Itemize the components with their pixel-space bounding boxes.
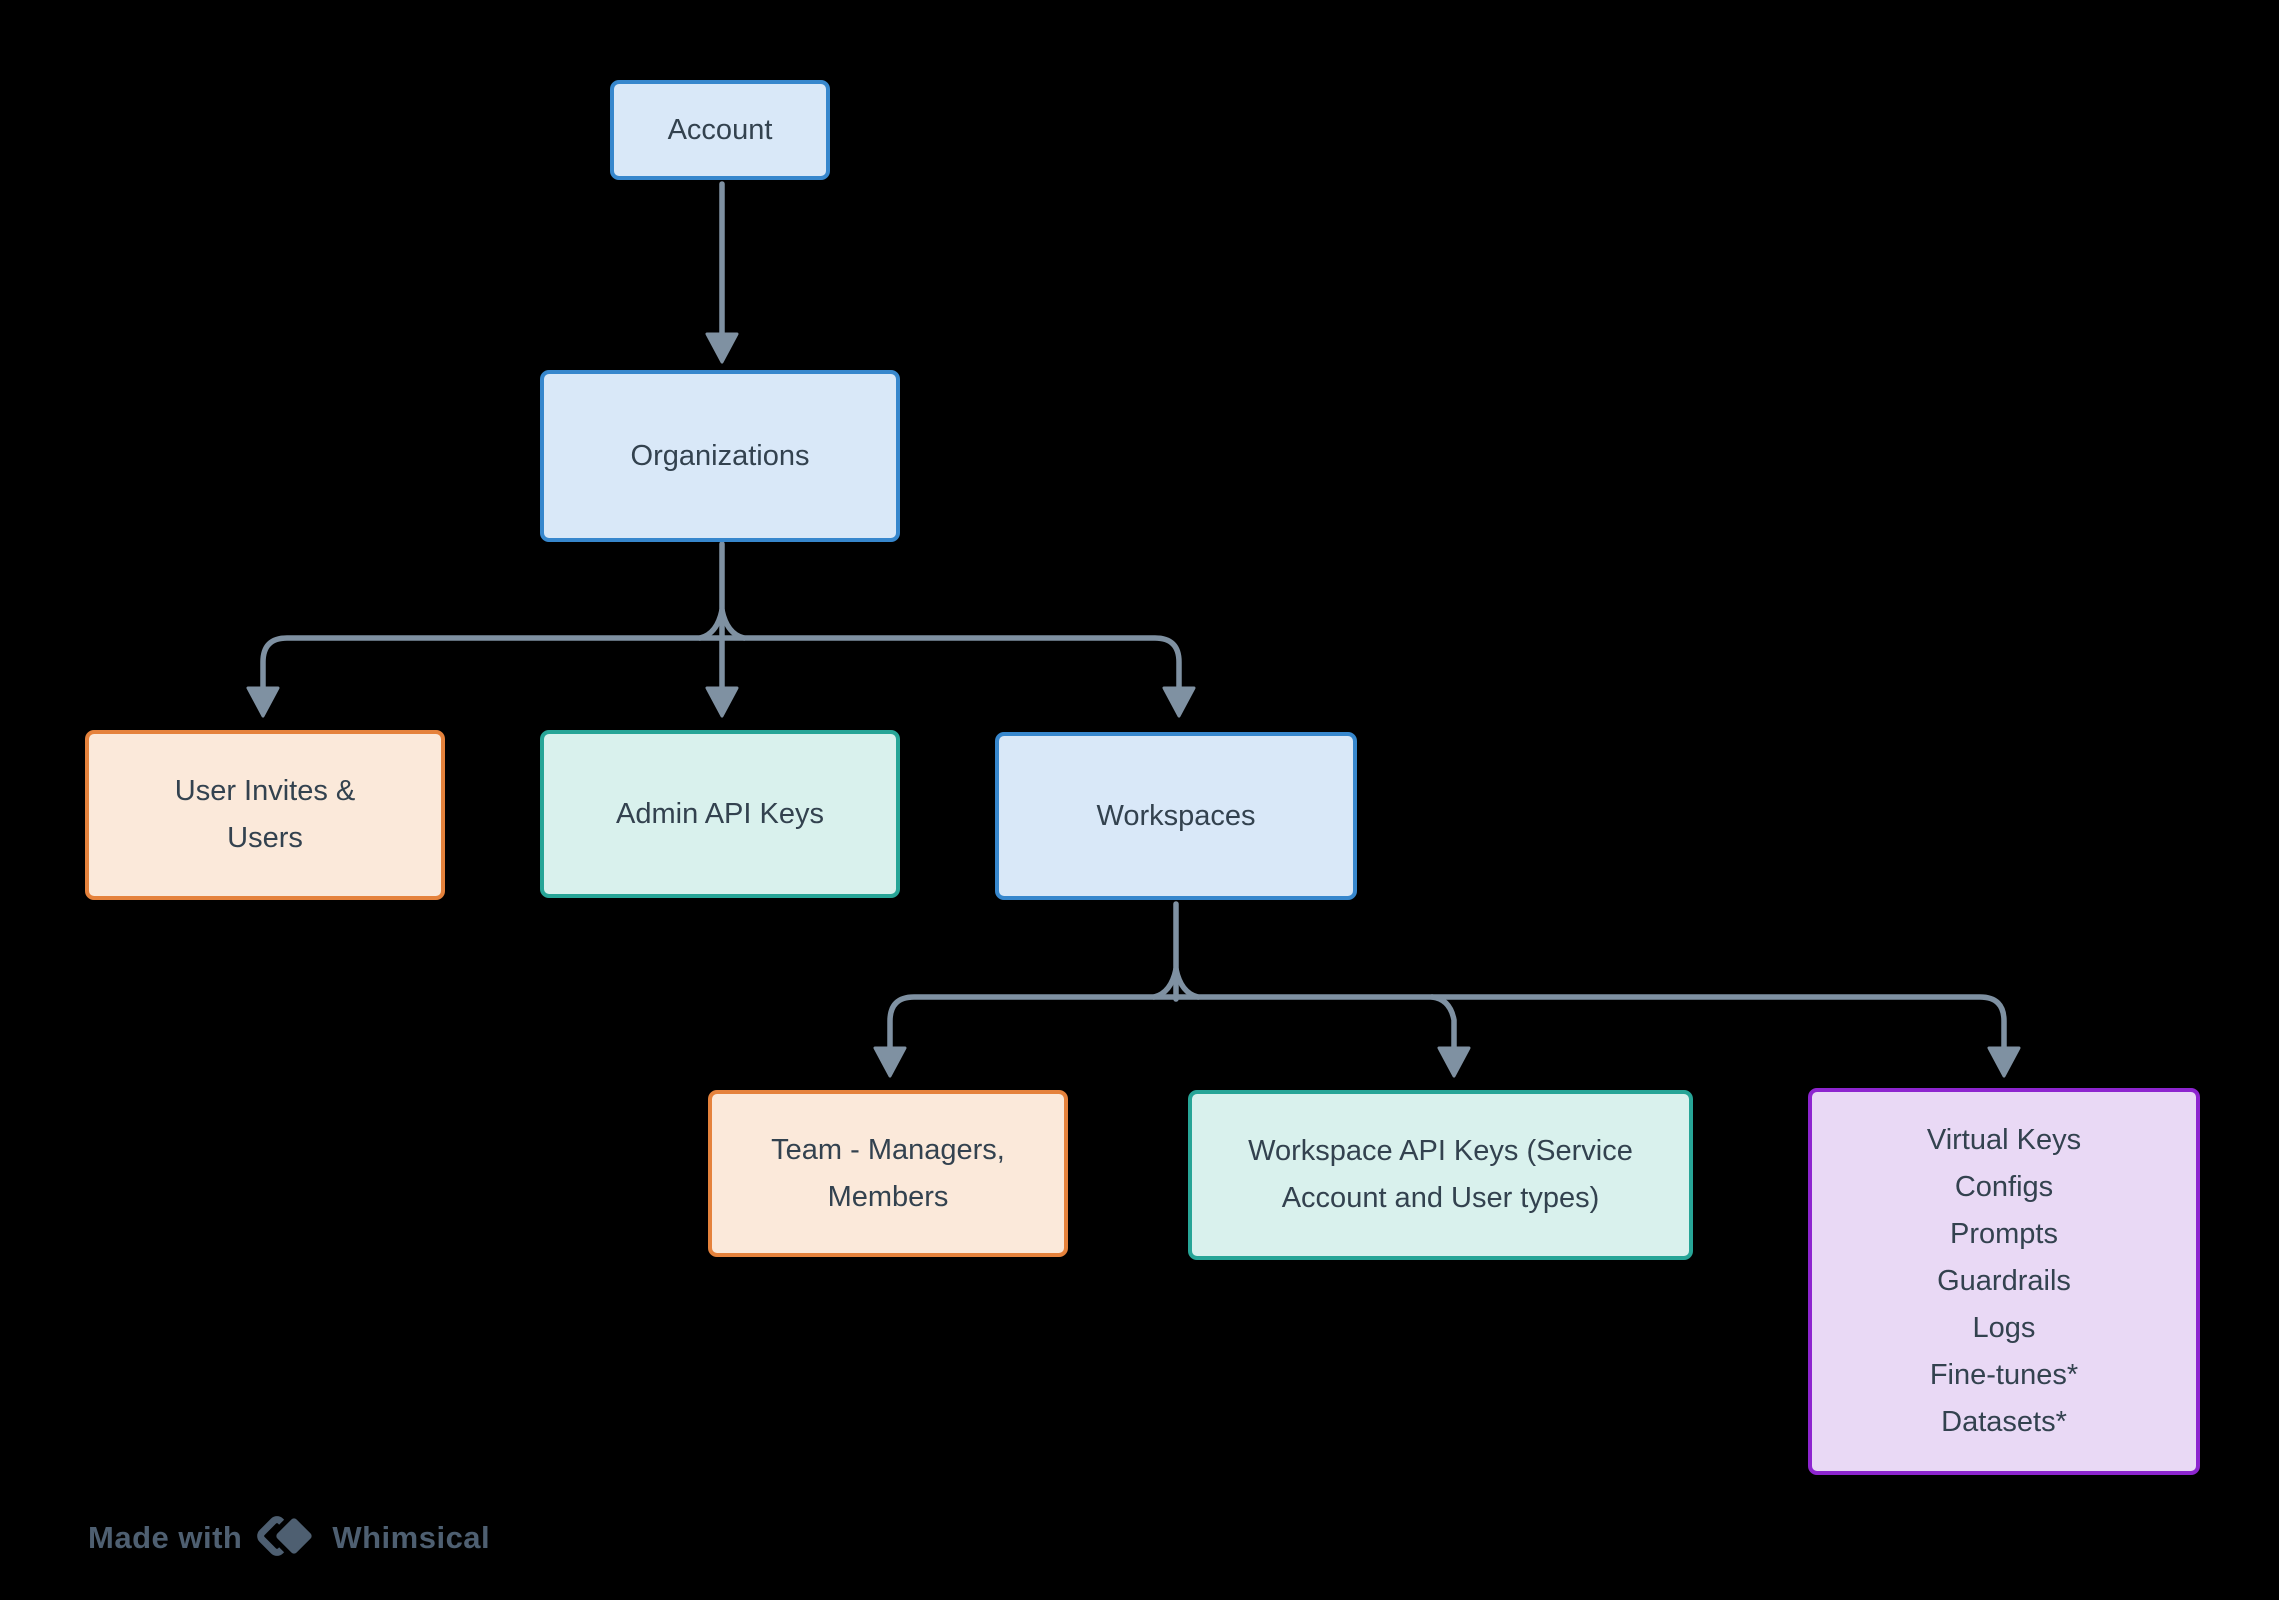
node-workspaces: Workspaces <box>995 732 1357 900</box>
made-with-label: Made with <box>88 1520 243 1555</box>
arrowhead-workspaces <box>1162 686 1196 718</box>
arrowhead-workspace-api-keys <box>1437 1046 1471 1078</box>
node-label-line: Datasets* <box>1941 1406 2067 1438</box>
edge-organizations-branch-bar <box>260 635 1182 701</box>
arrowhead-team <box>873 1046 907 1078</box>
node-label-line: Users <box>227 822 303 854</box>
node-label: Account <box>667 113 773 146</box>
junction2-fillet-right <box>1173 966 1201 1000</box>
node-label: Workspaces <box>1096 799 1256 832</box>
node-workspace-api-keys: Workspace API Keys (Service Account and … <box>1188 1090 1693 1260</box>
arrowhead-organizations <box>705 332 739 364</box>
node-label-line: Prompts <box>1950 1218 2058 1250</box>
arrowhead-workspace-resources <box>1987 1046 2021 1078</box>
arrowhead-admin-api-keys <box>705 686 739 718</box>
junction2-fillet-left <box>1151 966 1179 1000</box>
whimsical-logo-icon <box>256 1512 318 1564</box>
edge-workspaces-branch-bar <box>887 994 2007 1059</box>
node-label-line: Workspace API Keys (Service <box>1248 1135 1633 1167</box>
whimsical-wordmark: Whimsical <box>332 1520 491 1555</box>
node-user-invites-users: User Invites & Users <box>85 730 445 900</box>
node-label-line: Fine-tunes* <box>1929 1359 2079 1391</box>
node-label-line: Team - Managers, <box>771 1133 1005 1166</box>
junction-fillet-left <box>697 607 725 641</box>
node-workspace-resources: Virtual Keys Configs Prompts Guardrails … <box>1808 1088 2200 1475</box>
node-label-line: Members <box>827 1180 949 1213</box>
node-label-line: Guardrails <box>1937 1265 2071 1297</box>
node-label-line: Virtual Keys <box>1926 1124 2082 1156</box>
node-organizations: Organizations <box>540 370 900 542</box>
arrowhead-user-invites <box>246 686 280 718</box>
node-label: Organizations <box>630 439 810 472</box>
node-label-line: Logs <box>1972 1312 2036 1344</box>
node-label-line: Account and User types) <box>1281 1182 1600 1214</box>
node-team-managers-members: Team - Managers, Members <box>708 1090 1068 1257</box>
node-admin-api-keys: Admin API Keys <box>540 730 900 898</box>
edge-workspaces-middle-drop <box>1429 994 1457 1059</box>
node-label-line: Configs <box>1954 1171 2054 1203</box>
node-account: Account <box>610 80 830 180</box>
whimsical-attribution-link[interactable]: Made with Whimsical <box>88 1512 490 1564</box>
node-label: Admin API Keys <box>616 797 824 830</box>
node-label-line: User Invites & <box>174 775 356 807</box>
junction-fillet-right <box>719 607 747 641</box>
